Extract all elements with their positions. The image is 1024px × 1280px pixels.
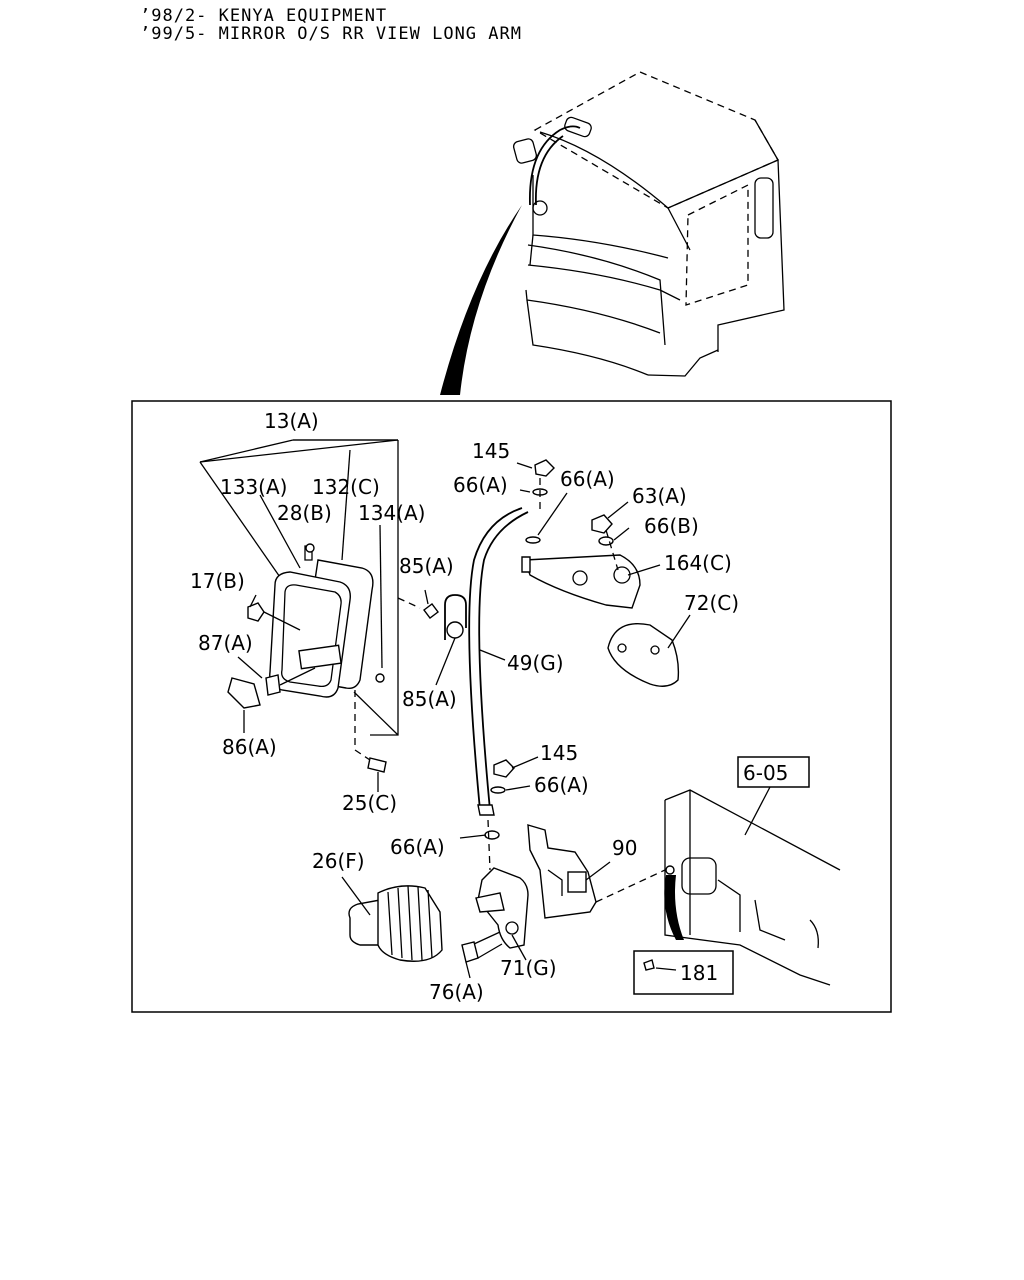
label-6-05: 6-05 — [743, 761, 788, 785]
label-13a: 13(A) — [264, 409, 319, 433]
label-66a-3: 66(A) — [534, 773, 589, 797]
label-181: 181 — [680, 961, 718, 985]
header-line-1: ’98/2- KENYA EQUIPMENT — [140, 6, 388, 26]
label-164c: 164(C) — [664, 551, 732, 575]
label-66b: 66(B) — [644, 514, 699, 538]
mounting-plate — [527, 824, 666, 919]
label-145-top: 145 — [472, 439, 510, 463]
mirror-arm — [397, 459, 680, 871]
label-76a: 76(A) — [429, 980, 484, 1004]
lower-bracket — [461, 867, 529, 963]
label-63a: 63(A) — [632, 484, 687, 508]
label-133a: 133(A) — [220, 475, 287, 499]
ref-box-181 — [633, 950, 734, 995]
label-71g: 71(G) — [500, 956, 557, 980]
cab-panel — [664, 789, 841, 986]
label-49g: 49(G) — [507, 651, 564, 675]
label-85a-2: 85(A) — [402, 687, 457, 711]
label-25c: 25(C) — [342, 791, 397, 815]
leader-lines — [237, 462, 691, 979]
detail-frame — [131, 400, 892, 1013]
label-87a: 87(A) — [198, 631, 253, 655]
label-66a-2: 66(A) — [560, 467, 615, 491]
label-26f: 26(F) — [312, 849, 365, 873]
label-90: 90 — [612, 836, 637, 860]
label-66a-1: 66(A) — [453, 473, 508, 497]
rubber-boot — [348, 885, 443, 962]
label-28b: 28(B) — [277, 501, 332, 525]
label-132c: 132(C) — [312, 475, 380, 499]
ref-box-605 — [737, 756, 810, 788]
label-66a-4: 66(A) — [390, 835, 445, 859]
label-17b: 17(B) — [190, 569, 245, 593]
truck-cab-illustration — [440, 71, 785, 395]
label-134a: 134(A) — [358, 501, 425, 525]
mirror-head — [227, 449, 399, 773]
label-145-bottom: 145 — [540, 741, 578, 765]
header-line-2: ’99/5- MIRROR O/S RR VIEW LONG ARM — [140, 24, 522, 44]
label-85a-1: 85(A) — [399, 554, 454, 578]
part-labels: 13(A) 133(A) 132(C) 28(B) 134(A) 17(B) 8… — [190, 409, 788, 1004]
label-86a: 86(A) — [222, 735, 277, 759]
label-72c: 72(C) — [684, 591, 739, 615]
